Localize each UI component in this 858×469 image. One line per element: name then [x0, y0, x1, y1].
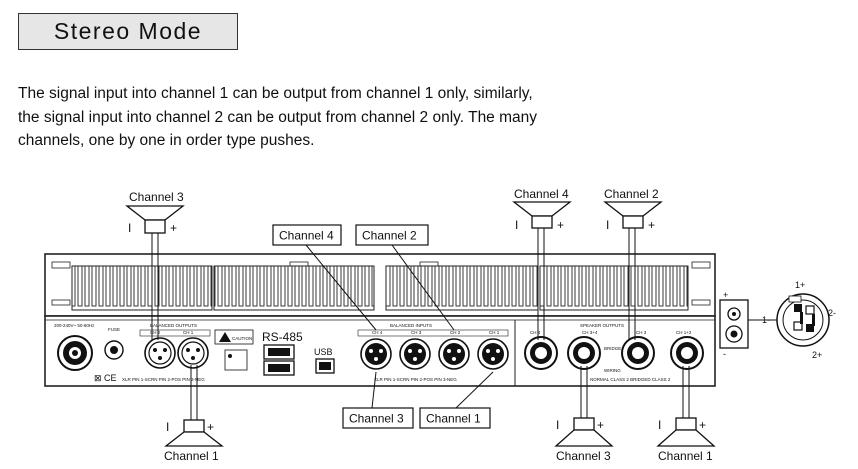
polarity-plus: +	[207, 420, 214, 434]
bridge-label: BRIDGE	[604, 346, 621, 351]
svg-text:Channel 1: Channel 1	[426, 412, 481, 426]
svg-text:Channel 1: Channel 1	[164, 449, 219, 463]
xlr-pinout-right: XLR PIN 1-SCRN PIN 2-POS PIN 3-NEG	[374, 377, 457, 382]
speaker-bottom-channel-1-left: I + Channel 1	[164, 419, 224, 463]
section-title: Stereo Mode	[18, 13, 238, 50]
fuse-label: FUSE	[108, 327, 120, 332]
speaker-cables	[151, 228, 690, 420]
svg-text:Channel 3: Channel 3	[129, 190, 184, 204]
speaker-top-channel-4: Channel 4 I +	[512, 187, 572, 232]
speaker-bottom-channel-3: I + Channel 3	[554, 417, 614, 463]
callout-bottom-channel-3: Channel 3	[342, 407, 414, 429]
plug-pin-2-plus: 2+	[812, 350, 822, 360]
speaker-bottom-channel-1-right: I + Channel 1	[656, 417, 716, 463]
power-spec-text: 200-240V~ 50-60Hz	[54, 323, 95, 328]
callout-leader-lines	[305, 244, 494, 409]
speakon-output-3	[621, 336, 655, 370]
ce-mark-icon: ⊠ CE	[94, 373, 117, 383]
speakon-output-1	[524, 336, 558, 370]
polarity-plus: +	[699, 418, 706, 432]
polarity-minus: I	[606, 218, 609, 232]
speaker-outputs-label: SPEAKER OUTPUTS	[580, 323, 624, 328]
polarity-minus: I	[166, 420, 169, 434]
balanced-outputs-label: BALANCED OUTPUTS	[150, 323, 197, 328]
usb-port	[315, 358, 335, 374]
xlr-input-ch4	[360, 338, 392, 370]
xlr-output-ch2	[144, 337, 176, 369]
wiring-modes-text: NORMAL CLASS 2 BRIDGED CLASS 2	[590, 377, 671, 382]
polarity-minus: I	[658, 418, 661, 432]
polarity-plus: +	[597, 418, 604, 432]
speaker-ch3-label: CH 3	[636, 330, 647, 335]
input-ch3-label: CH 3	[411, 330, 422, 335]
power-inlet: 200-240V~ 50-60Hz	[54, 323, 95, 371]
description-text: The signal input into channel 1 can be o…	[18, 85, 538, 149]
svg-text:Channel 4: Channel 4	[279, 229, 334, 243]
speaker-ch4-label: CH 4	[530, 330, 541, 335]
plug-box-minus: -	[723, 349, 726, 359]
xlr-input-ch1	[477, 338, 509, 370]
callout-top-channel-4: Channel 4	[272, 224, 342, 246]
output-ch2-label: CH 2	[150, 330, 161, 335]
speaker-top-channel-2: Channel 2 I +	[603, 187, 663, 232]
speaker-top-channel-3: Channel 3 I +	[125, 190, 185, 235]
polarity-plus: +	[170, 221, 177, 235]
plug-pin-1-minus: 1-	[762, 315, 770, 325]
svg-text:Channel 2: Channel 2	[362, 229, 417, 243]
wiring-label: WIRING	[604, 368, 621, 373]
plug-box-plus: +	[723, 290, 728, 300]
polarity-minus: I	[515, 218, 518, 232]
svg-text:Channel 4: Channel 4	[514, 187, 569, 201]
caution-label: CAUTION	[214, 329, 254, 371]
output-ch1-label: CH 1	[183, 330, 194, 335]
polarity-plus: +	[648, 218, 655, 232]
plug-pin-1-plus: 1+	[795, 280, 805, 290]
speakon-plug-detail: + - 1- 1+ 2- 2+	[719, 280, 836, 360]
speakon-output-4	[670, 336, 704, 370]
speaker-ch34-label: CH 3+4	[582, 330, 598, 335]
xlr-pinout-left: XLR PIN 1-SCRN PIN 2-POS PIN 3-NEG	[122, 377, 205, 382]
svg-text:Channel 3: Channel 3	[349, 412, 404, 426]
callout-top-channel-2: Channel 2	[355, 224, 429, 246]
input-ch4-label: CH 4	[372, 330, 383, 335]
balanced-inputs-label: BALANCED INPUTS	[390, 323, 432, 328]
usb-label: USB	[314, 347, 333, 357]
plug-pin-2-minus: 2-	[828, 308, 836, 318]
rs485-port-bottom	[263, 360, 295, 376]
rs485-port-top	[263, 344, 295, 360]
amplifier-rear-panel: 200-240V~ 50-60Hz FUSE ⊠ CE BALANCED OUT…	[44, 253, 716, 387]
speaker-ch12-label: CH 1+2	[676, 330, 692, 335]
speakon-output-2	[567, 336, 601, 370]
callout-bottom-channel-1: Channel 1	[419, 407, 491, 429]
polarity-plus: +	[557, 218, 564, 232]
svg-text:Channel 3: Channel 3	[556, 449, 611, 463]
polarity-minus: I	[128, 221, 131, 235]
polarity-minus: I	[556, 418, 559, 432]
xlr-input-ch3	[399, 338, 431, 370]
fuse-holder: FUSE	[104, 327, 124, 360]
input-ch2-label: CH 2	[450, 330, 461, 335]
svg-text:Channel 1: Channel 1	[658, 449, 713, 463]
input-ch1-label: CH 1	[489, 330, 500, 335]
xlr-output-ch1	[177, 337, 209, 369]
svg-text:Channel 2: Channel 2	[604, 187, 659, 201]
xlr-input-ch2	[438, 338, 470, 370]
rs485-label: RS-485	[262, 330, 303, 344]
svg-text:CAUTION: CAUTION	[232, 336, 252, 341]
